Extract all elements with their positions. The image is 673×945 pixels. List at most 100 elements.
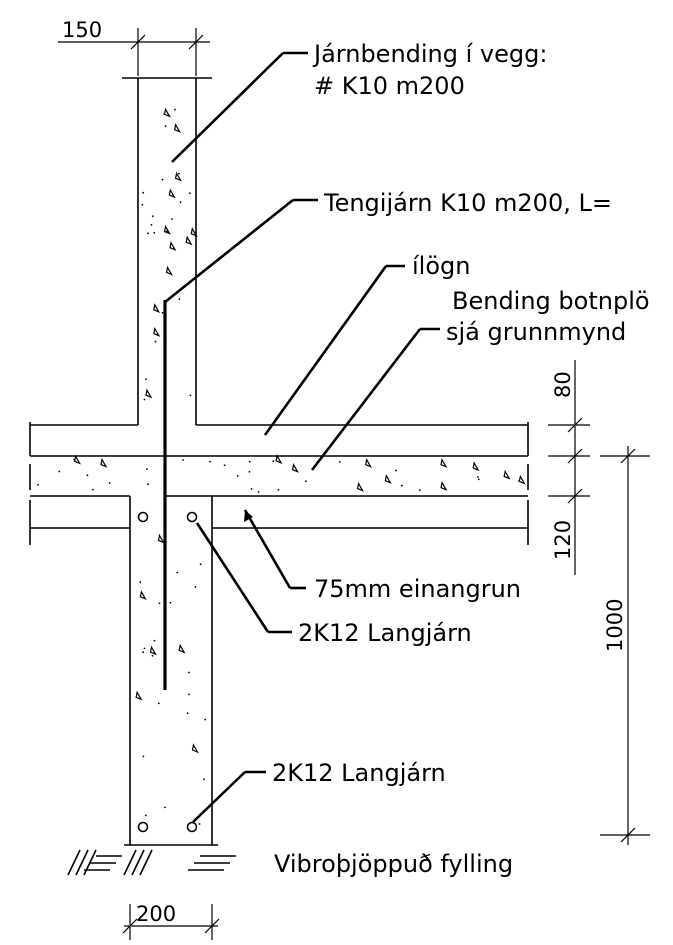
aggregate-dot: [203, 778, 205, 781]
aggregate-dot: [477, 476, 479, 478]
aggregate-dot: [164, 806, 166, 809]
aggregate-dot: [189, 394, 192, 397]
aggregate-mark: [178, 643, 186, 654]
aggregate-dot: [158, 602, 161, 605]
aggregate-dot: [395, 469, 397, 472]
dim-footing-depth-text: 1000: [603, 599, 627, 652]
aggregate-mark: [163, 224, 171, 235]
aggregate-dot: [178, 172, 180, 175]
aggregate-dot: [169, 601, 172, 604]
aggregate-dot: [153, 232, 156, 234]
label-lower-longitudinal-bars: 2K12 Langjárn: [272, 759, 446, 787]
aggregate-dot: [37, 483, 39, 486]
longitudinal-bars-lower: [137, 821, 198, 833]
label-slab-reinforcement-line1: Bending botnplö: [452, 287, 650, 315]
aggregate-dot: [161, 311, 164, 314]
label-wall-reinforcement-line2: # K10 m200: [314, 72, 465, 100]
aggregate-dot: [151, 654, 154, 657]
aggregate-mark: [173, 123, 182, 133]
aggregate-dot: [186, 712, 189, 715]
aggregate-mark: [275, 454, 283, 464]
aggregate-dot: [178, 298, 181, 300]
dim-insulation-thickness-text: 120: [551, 520, 575, 560]
aggregate-dot: [248, 470, 251, 473]
aggregate-mark: [174, 171, 182, 182]
fill-layer: [29, 422, 529, 456]
aggregate-dot: [194, 586, 197, 588]
aggregate-mark: [168, 188, 176, 199]
aggregate-dot: [248, 460, 251, 463]
aggregate-mark: [145, 388, 153, 399]
aggregate-mark: [518, 474, 526, 485]
aggregate-dot: [163, 113, 166, 115]
aggregate-dot: [199, 563, 202, 566]
aggregate-dot: [157, 702, 160, 705]
ground-hatch: [67, 849, 236, 876]
aggregate-dot: [143, 647, 146, 650]
aggregate-dot: [153, 639, 156, 642]
dim-footing-depth: [600, 446, 650, 845]
aggregate-mark: [163, 107, 171, 118]
aggregate-mark: [100, 457, 108, 468]
label-compacted-fill: Vibroþjöppuð fylling: [274, 850, 513, 878]
aggregate-dot: [139, 581, 142, 584]
aggregate-dot: [176, 571, 179, 574]
leader-slab-reinforcement: [310, 327, 440, 471]
aggregate-mark: [153, 303, 161, 313]
aggregate-dot: [142, 755, 145, 758]
aggregate-dot: [108, 482, 111, 484]
aggregate-mark: [365, 458, 373, 468]
aggregate-mark: [384, 474, 392, 484]
aggregate-dot: [151, 215, 154, 218]
dim-footing-width-text: 200: [136, 902, 176, 926]
aggregate-mark: [503, 469, 511, 480]
dim-fill-thickness-text: 80: [551, 371, 575, 398]
aggregate-dot: [179, 201, 182, 204]
aggregate-dot: [305, 480, 307, 483]
label-upper-longitudinal-bars: 2K12 Langjárn: [298, 619, 472, 647]
aggregate-dot: [150, 224, 153, 226]
aggregate-mark: [472, 461, 480, 472]
aggregate-dot: [147, 232, 149, 235]
aggregate-mark: [73, 454, 81, 465]
leader-insulation: [243, 509, 306, 590]
aggregate-mark: [157, 533, 165, 544]
aggregate-mark: [135, 690, 143, 701]
label-slab-reinforcement-line2: sjá grunnmynd: [446, 318, 626, 346]
dim-wall-thickness: [58, 28, 210, 76]
aggregate-dot: [161, 178, 164, 181]
leader-wall-reinforcement: [171, 51, 308, 163]
longitudinal-bars-upper: [137, 511, 198, 523]
aggregate-dot: [146, 468, 148, 470]
floor-slab: [29, 455, 529, 497]
aggregate-dot: [164, 125, 167, 127]
dim-wall-thickness-text: 150: [62, 18, 102, 42]
aggregate-dot: [223, 464, 226, 467]
aggregate-dot: [188, 671, 190, 674]
aggregate-mark: [191, 743, 199, 754]
aggregate-dot: [92, 488, 94, 491]
label-insulation: 75mm einangrun: [314, 575, 521, 603]
aggregate-dot: [400, 484, 403, 487]
aggregate-dot: [144, 814, 147, 817]
label-subfloor-fill: ílögn: [412, 252, 470, 280]
aggregate-mark: [440, 480, 448, 491]
label-wall-reinforcement-line1: Járnbending í vegg:: [312, 40, 547, 68]
aggregate-mark: [291, 463, 299, 473]
dim-right-vertical: [548, 360, 590, 575]
aggregate-dot: [142, 651, 145, 654]
aggregate-mark: [356, 481, 364, 492]
aggregate-mark: [169, 241, 177, 251]
aggregate-mark: [149, 645, 157, 656]
leader-upper-longitudinal: [195, 522, 292, 634]
aggregate-dot: [182, 459, 184, 461]
aggregate-dot: [142, 191, 145, 194]
aggregate-dot: [188, 192, 191, 195]
aggregate-dot: [141, 204, 144, 206]
label-tie-bars: Tengijárn K10 m200, L=: [323, 189, 612, 217]
aggregate-mark: [185, 235, 193, 246]
aggregate-mark: [139, 590, 147, 601]
aggregate-mark: [440, 458, 448, 468]
aggregate-dot: [272, 460, 275, 463]
